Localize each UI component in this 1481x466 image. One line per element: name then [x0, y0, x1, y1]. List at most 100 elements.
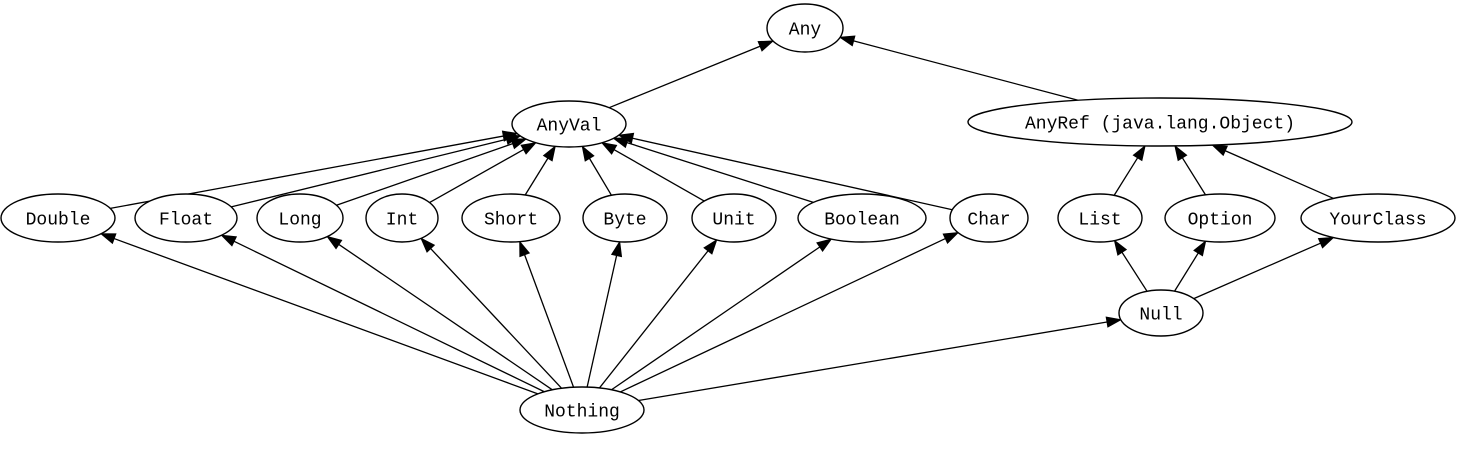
edge-line: [611, 246, 821, 391]
edge-yourclass-anyref: [1211, 144, 1334, 200]
edge-anyref-any: [838, 35, 1079, 101]
node-float: Float: [134, 193, 238, 243]
arrowhead-icon: [510, 138, 528, 150]
node-ellipse-float: [134, 193, 238, 243]
node-byte: Byte: [582, 193, 668, 243]
arrowhead-icon: [520, 141, 538, 155]
node-label-long: Long: [278, 210, 321, 230]
node-ellipse-int: [365, 193, 439, 243]
arrowhead-icon: [99, 233, 117, 245]
arrowhead-icon: [1132, 144, 1146, 162]
node-ellipse-byte: [582, 193, 668, 243]
node-short: Short: [461, 193, 561, 243]
edge-line: [429, 148, 524, 204]
node-ellipse-list: [1057, 193, 1143, 243]
edge-line: [632, 137, 953, 211]
arrowhead-icon: [519, 240, 531, 258]
node-label-short: Short: [484, 210, 538, 230]
edge-option-anyref: [1174, 144, 1207, 196]
edge-line: [524, 157, 549, 196]
arrowhead-icon: [1317, 236, 1335, 249]
edge-line: [1121, 251, 1148, 292]
node-label-boolean: Boolean: [824, 210, 900, 230]
arrowhead-icon: [1105, 316, 1123, 328]
edge-char-anyval: [617, 132, 953, 211]
node-long: Long: [256, 193, 344, 243]
edge-nothing-unit: [598, 238, 718, 389]
edge-line: [1181, 157, 1207, 196]
node-nothing: Nothing: [519, 386, 645, 434]
node-ellipse-double: [0, 193, 116, 243]
node-label-any: Any: [789, 20, 822, 40]
arrowhead-icon: [610, 240, 623, 258]
node-ellipse-nothing: [519, 386, 645, 434]
edge-list-anyref: [1113, 144, 1146, 196]
edge-line: [1173, 252, 1199, 292]
node-label-null: Null: [1139, 305, 1182, 325]
edge-line: [586, 255, 618, 388]
node-char: Char: [949, 193, 1029, 243]
node-label-double: Double: [26, 210, 91, 230]
arrowhead-icon: [1211, 144, 1229, 157]
arrowhead-icon: [1113, 239, 1128, 256]
edge-line: [588, 158, 613, 196]
arrowhead-icon: [420, 237, 436, 253]
edge-line: [638, 321, 1108, 402]
edge-line: [598, 250, 709, 389]
node-anyref: AnyRef (java.lang.Object): [967, 97, 1353, 147]
node-label-anyval: AnyVal: [537, 116, 602, 136]
edge-line: [853, 40, 1079, 101]
node-double: Double: [0, 193, 116, 243]
arrowhead-icon: [617, 132, 635, 144]
arrowhead-icon: [581, 145, 595, 162]
node-label-float: Float: [159, 210, 213, 230]
node-ellipse-anyref: [967, 97, 1353, 147]
arrowhead-icon: [757, 40, 775, 52]
node-ellipse-char: [949, 193, 1029, 243]
edge-nothing-double: [99, 233, 539, 395]
edge-int-anyval: [429, 141, 538, 204]
node-ellipse-long: [256, 193, 344, 243]
arrowhead-icon: [600, 142, 618, 155]
arrowhead-icon: [542, 145, 557, 162]
node-list: List: [1057, 193, 1143, 243]
edge-line: [626, 141, 814, 204]
edge-line: [336, 143, 513, 206]
edge-long-anyval: [336, 138, 528, 206]
edge-null-option: [1173, 239, 1207, 292]
arrowhead-icon: [816, 238, 833, 252]
node-yourclass: YourClass: [1300, 193, 1456, 243]
node-ellipse-boolean: [797, 193, 927, 243]
edge-unit-anyval: [600, 142, 705, 202]
node-ellipse-option: [1164, 193, 1276, 243]
node-anyval: AnyVal: [511, 100, 627, 148]
node-ellipse-any: [766, 3, 844, 53]
node-ellipse-anyval: [511, 100, 627, 148]
edge-null-list: [1113, 239, 1148, 292]
node-label-yourclass: YourClass: [1329, 210, 1426, 230]
arrowhead-icon: [326, 235, 343, 250]
node-ellipse-yourclass: [1300, 193, 1456, 243]
node-option: Option: [1164, 193, 1276, 243]
node-label-list: List: [1078, 210, 1121, 230]
edge-nothing-boolean: [611, 238, 833, 391]
arrowhead-icon: [220, 234, 238, 247]
arrowhead-icon: [1193, 239, 1207, 257]
edge-nothing-int: [420, 237, 563, 389]
arrowhead-icon: [942, 231, 960, 244]
edge-anyval-any: [608, 40, 775, 109]
node-any: Any: [766, 3, 844, 53]
edge-line: [608, 45, 761, 109]
node-label-char: Char: [967, 210, 1010, 230]
edge-float-anyval: [231, 133, 522, 208]
edge-null-yourclass: [1193, 236, 1335, 300]
edge-nothing-short: [519, 240, 575, 388]
edge-short-anyval: [524, 145, 557, 196]
edge-line: [523, 254, 575, 388]
node-ellipse-null: [1118, 289, 1204, 337]
edge-line: [1113, 157, 1139, 196]
edge-line: [430, 248, 563, 389]
edge-line: [620, 237, 946, 393]
